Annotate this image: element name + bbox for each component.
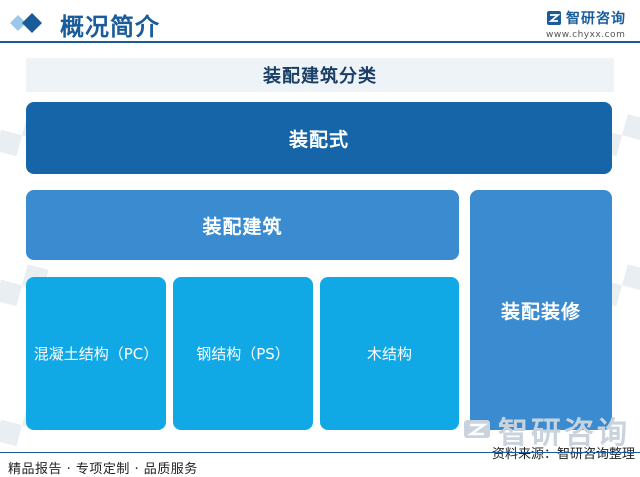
node-wood-structure: 木结构 [320,277,459,430]
logo-name: 智研咨询 [566,11,626,27]
logo-url: www.chyxx.com [546,30,626,40]
node-root: 装配式 [26,102,612,174]
header-divider [0,41,640,43]
node-decoration: 装配装修 [470,190,612,430]
node-building: 装配建筑 [26,190,459,260]
brand-logo: 智研咨询 www.chyxx.com [546,8,636,42]
double-diamond-icon [10,13,42,33]
node-concrete-structure: 混凝土结构（PC） [26,277,166,430]
zhiyan-logo-icon [547,11,561,25]
diagram-title: 装配建筑分类 [26,58,614,92]
watermark-logo: 智研咨询 [462,408,640,451]
page-title: 概况简介 [60,13,160,41]
zhiyan-logo-icon [464,420,490,438]
source-note: 资料来源：智研咨询整理 [492,447,636,462]
node-steel-structure: 钢结构（PS） [173,277,313,430]
watermark-text: 智研咨询 [498,416,630,451]
footer-tagline: 精品报告 · 专项定制 · 品质服务 [8,462,198,477]
footer-divider [0,452,640,453]
header: 概况简介 智研咨询 www.chyxx.com [0,0,640,44]
